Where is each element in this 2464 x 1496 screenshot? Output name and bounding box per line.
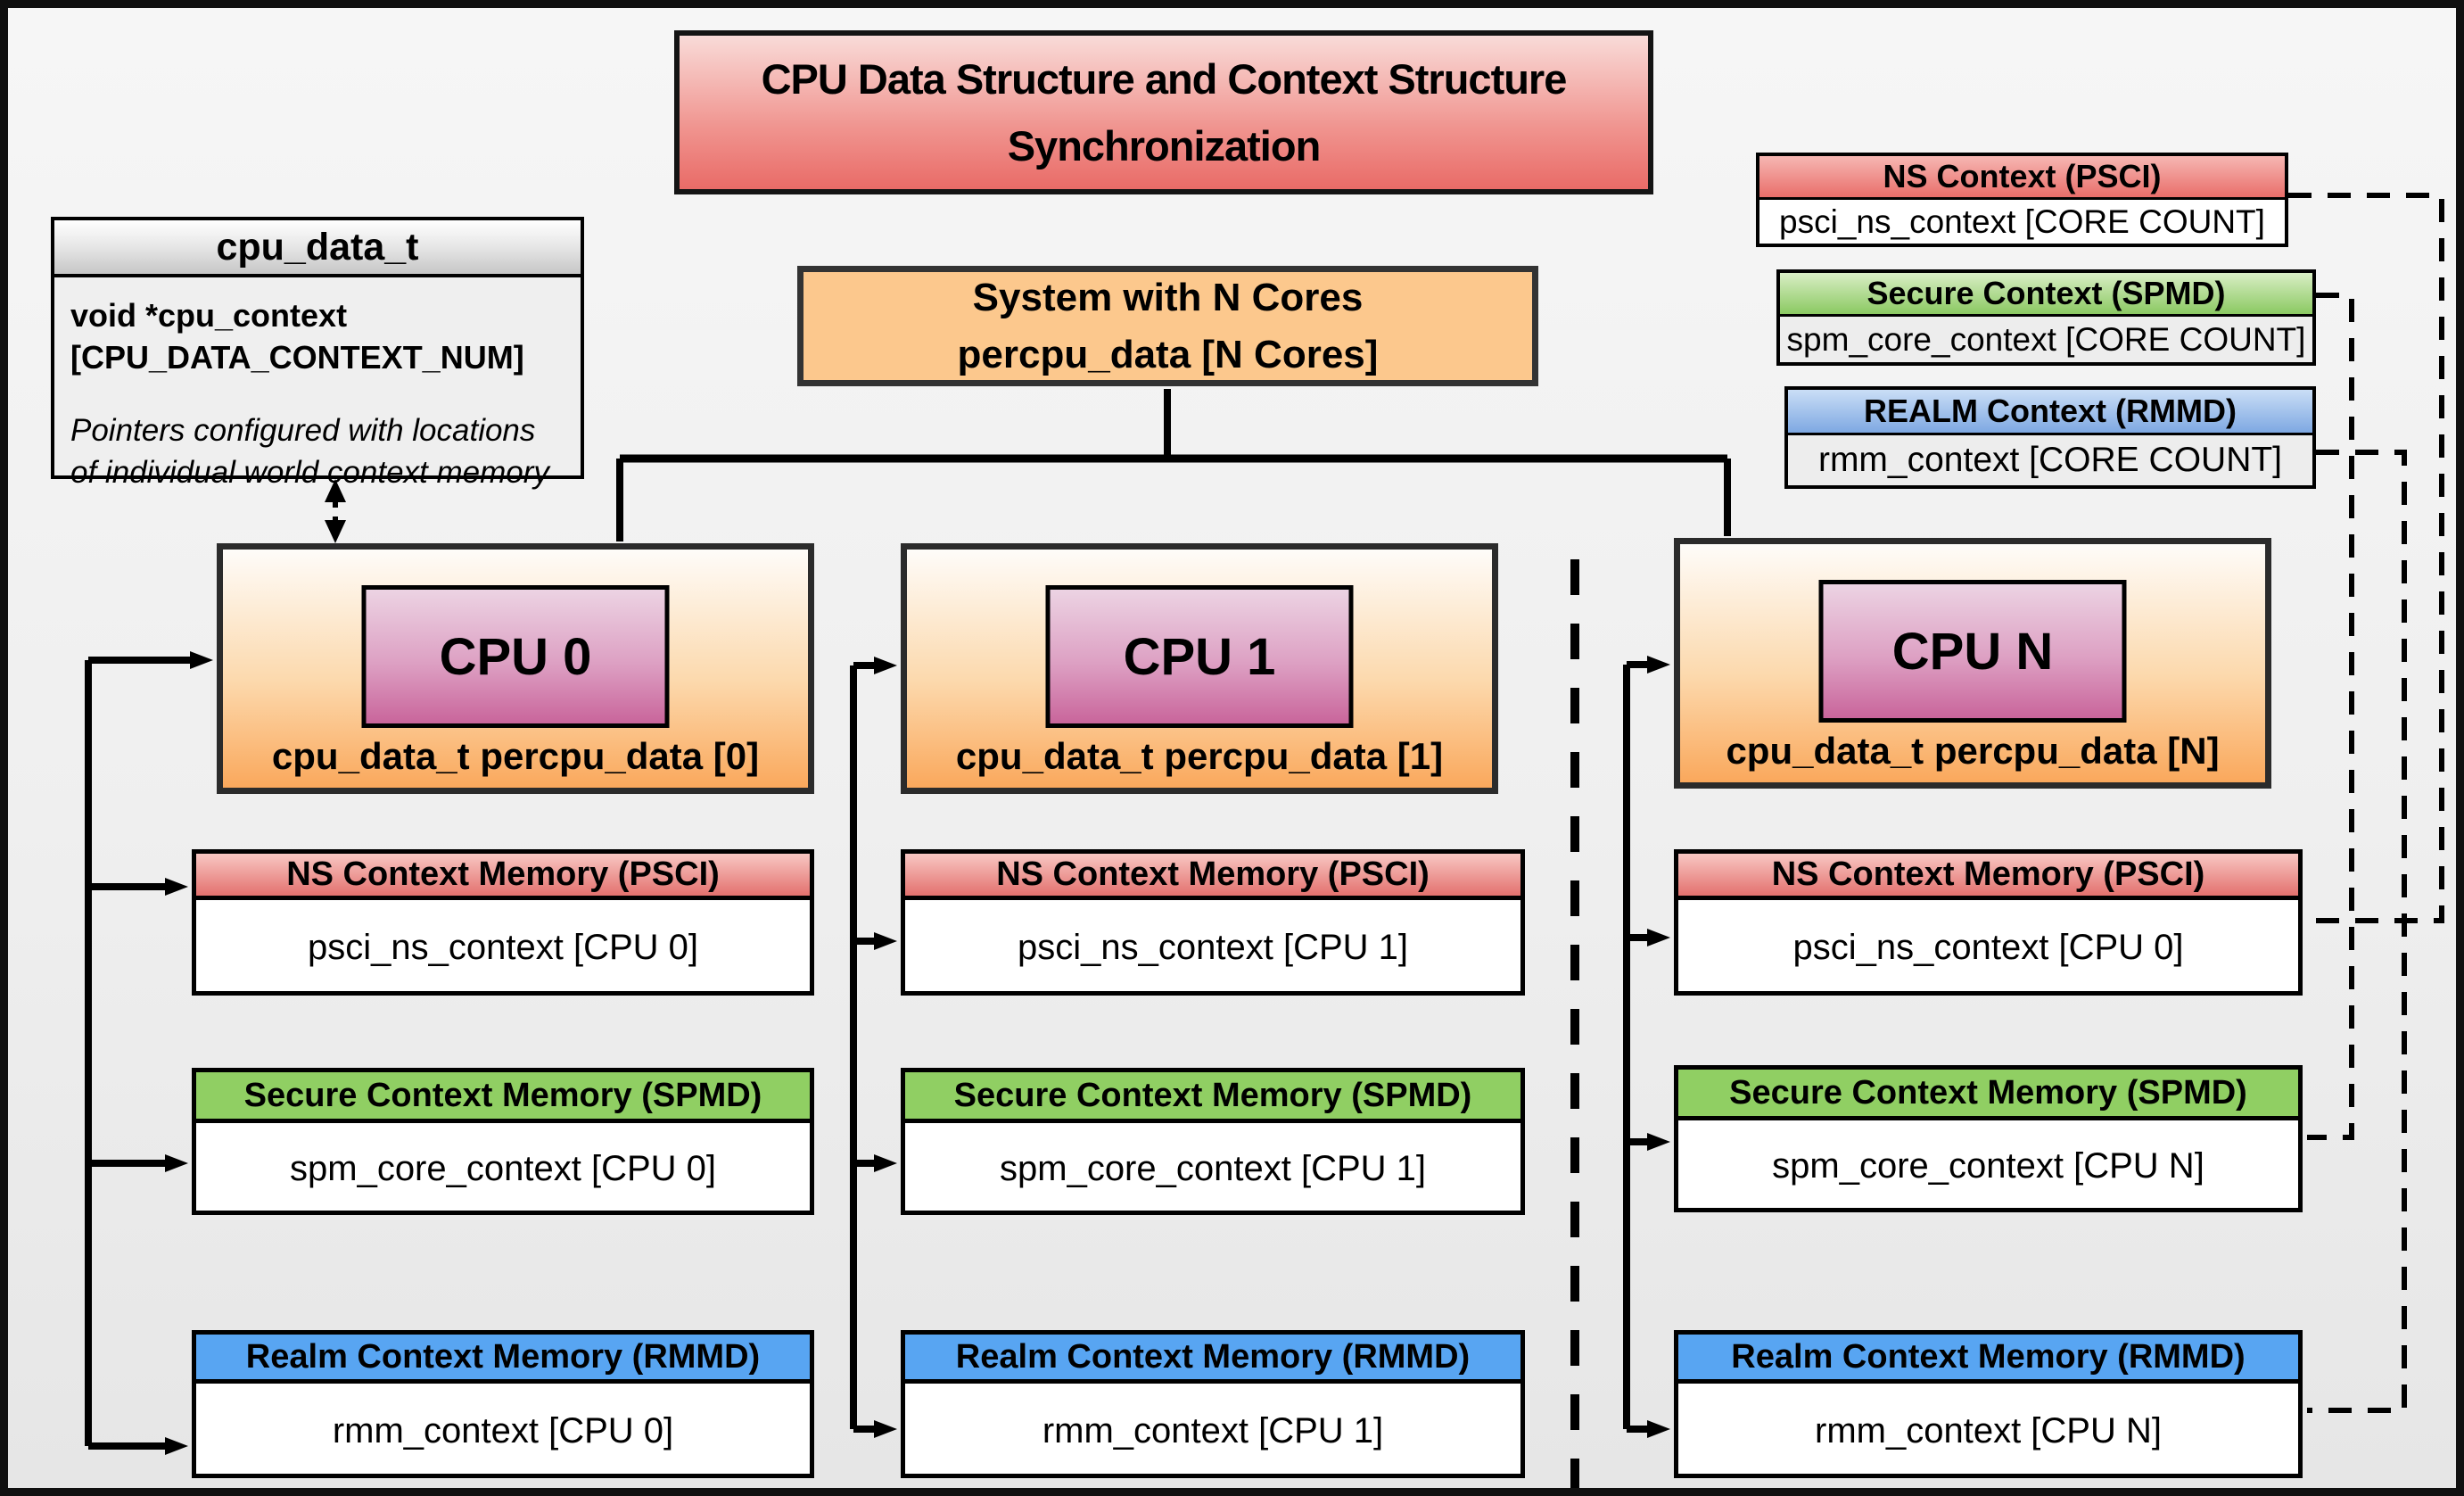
- struct-note-line2: of individual world context memory: [70, 454, 549, 490]
- cpu0-ns-memory-body: psci_ns_context [CPU 0]: [308, 928, 698, 967]
- cpu0-badge: CPU 0: [361, 585, 670, 728]
- cpu1-ns-memory-body: psci_ns_context [CPU 1]: [1018, 928, 1408, 967]
- cpu1-ns-memory-box: NS Context Memory (PSCI) psci_ns_context…: [901, 849, 1525, 996]
- cpu-data-t-body: void *cpu_context [CPU_DATA_CONTEXT_NUM]…: [54, 281, 581, 490]
- cpu0-secure-memory-box: Secure Context Memory (SPMD) spm_core_co…: [192, 1068, 814, 1215]
- legend-ns-title: NS Context (PSCI): [1759, 156, 2285, 200]
- cpuN-ns-memory-header: NS Context Memory (PSCI): [1678, 854, 2298, 900]
- system-box-line2: percpu_data [N Cores]: [957, 332, 1379, 376]
- cpu1-badge: CPU 1: [1045, 585, 1354, 728]
- system-box-line1: System with N Cores: [972, 275, 1364, 319]
- cpu0-realm-memory-box: Realm Context Memory (RMMD) rmm_context …: [192, 1330, 814, 1478]
- diagram-title-line2: Synchronization: [1007, 122, 1322, 169]
- cpuN-ns-memory-body: psci_ns_context [CPU 0]: [1792, 928, 2184, 967]
- cpu1-secure-memory-box: Secure Context Memory (SPMD) spm_core_co…: [901, 1068, 1525, 1215]
- legend-secure-body: spm_core_context [CORE COUNT]: [1780, 317, 2312, 362]
- diagram-title: CPU Data Structure and Context Structure…: [674, 30, 1653, 194]
- cpuN-badge: CPU N: [1818, 580, 2127, 723]
- cpu1-label: cpu_data_t percpu_data [1]: [955, 735, 1444, 777]
- cpuN-secure-memory-header: Secure Context Memory (SPMD): [1678, 1070, 2298, 1120]
- cpuN-ns-memory-box: NS Context Memory (PSCI) psci_ns_context…: [1674, 849, 2303, 996]
- legend-realm-body: rmm_context [CORE COUNT]: [1788, 435, 2312, 485]
- cpuN-label: cpu_data_t percpu_data [N]: [1726, 730, 2220, 772]
- legend-realm-context: REALM Context (RMMD) rmm_context [CORE C…: [1784, 386, 2316, 489]
- cpuN-secure-memory-body: spm_core_context [CPU N]: [1772, 1146, 2204, 1186]
- cpuN-box: CPU N cpu_data_t percpu_data [N]: [1674, 538, 2271, 789]
- legend-realm-title: REALM Context (RMMD): [1788, 390, 2312, 435]
- cpu1-secure-memory-body: spm_core_context [CPU 1]: [1000, 1149, 1426, 1188]
- system-box: System with N Cores percpu_data [N Cores…: [797, 266, 1538, 386]
- cpu0-label: cpu_data_t percpu_data [0]: [271, 735, 760, 777]
- cpu0-ns-memory-box: NS Context Memory (PSCI) psci_ns_context…: [192, 849, 814, 996]
- cpu1-ns-memory-header: NS Context Memory (PSCI): [905, 854, 1520, 900]
- legend-ns-body: psci_ns_context [CORE COUNT]: [1759, 200, 2285, 244]
- cpu-data-t-struct-box: cpu_data_t void *cpu_context [CPU_DATA_C…: [51, 217, 584, 490]
- struct-note-line1: Pointers configured with locations: [70, 412, 536, 448]
- cpuN-secure-memory-box: Secure Context Memory (SPMD) spm_core_co…: [1674, 1065, 2303, 1212]
- cpu1-box: CPU 1 cpu_data_t percpu_data [1]: [901, 543, 1498, 794]
- cpu0-ns-memory-header: NS Context Memory (PSCI): [196, 854, 810, 900]
- cpuN-realm-memory-body: rmm_context [CPU N]: [1815, 1410, 2162, 1451]
- cpu0-secure-memory-body: spm_core_context [CPU 0]: [290, 1149, 716, 1188]
- cpu1-realm-memory-box: Realm Context Memory (RMMD) rmm_context …: [901, 1330, 1525, 1478]
- legend-secure-context: Secure Context (SPMD) spm_core_context […: [1776, 269, 2316, 366]
- cpuN-realm-memory-box: Realm Context Memory (RMMD) rmm_context …: [1674, 1330, 2303, 1478]
- cpu0-realm-memory-header: Realm Context Memory (RMMD): [196, 1335, 810, 1384]
- cpu1-realm-memory-header: Realm Context Memory (RMMD): [905, 1335, 1520, 1384]
- cpu0-secure-memory-header: Secure Context Memory (SPMD): [196, 1072, 810, 1123]
- diagram-title-line1: CPU Data Structure and Context Structure: [761, 54, 1568, 103]
- legend-ns-context: NS Context (PSCI) psci_ns_context [CORE …: [1756, 153, 2288, 247]
- cpu1-realm-memory-body: rmm_context [CPU 1]: [1042, 1410, 1384, 1451]
- cpuN-realm-memory-header: Realm Context Memory (RMMD): [1678, 1335, 2298, 1384]
- realm-legend-dashed-connector: [2307, 450, 2407, 1413]
- cpu0-realm-memory-body: rmm_context [CPU 0]: [332, 1410, 674, 1451]
- cpu1-secure-memory-header: Secure Context Memory (SPMD): [905, 1072, 1520, 1123]
- struct-link-arrowhead-down: [325, 520, 346, 543]
- struct-field-line1: void *cpu_context: [70, 297, 348, 334]
- legend-secure-title: Secure Context (SPMD): [1780, 273, 2312, 317]
- struct-field-line2: [CPU_DATA_CONTEXT_NUM]: [70, 338, 524, 376]
- cpu-data-t-header: cpu_data_t: [54, 220, 581, 277]
- cpu0-box: CPU 0 cpu_data_t percpu_data [0]: [217, 543, 814, 794]
